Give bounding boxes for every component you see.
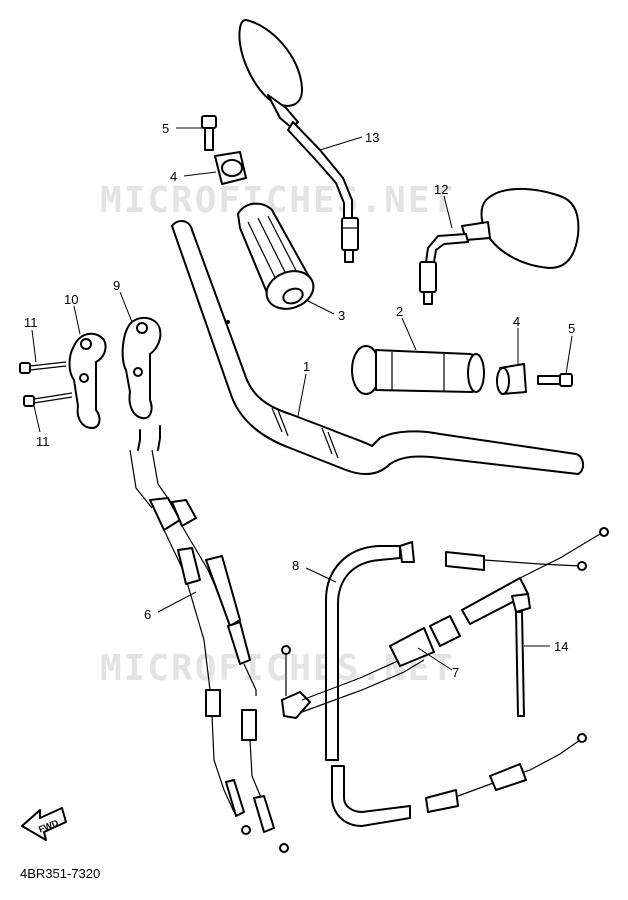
callout-7: 7 (452, 665, 459, 680)
forward-arrow: FWD (21, 807, 67, 841)
callout-14: 14 (554, 639, 568, 654)
callouts: 5 4 13 12 3 2 4 5 1 9 10 11 11 6 8 7 14 (24, 121, 575, 680)
leader-lines (31, 127, 573, 671)
bar-end-weight-top (214, 151, 247, 185)
pull-cable (281, 527, 609, 719)
clutch-cable (325, 541, 587, 827)
left-mirror (238, 19, 359, 263)
bolt-right (537, 373, 573, 387)
callout-9: 9 (113, 278, 120, 293)
throttle-cables (129, 425, 289, 853)
callout-10: 10 (64, 292, 78, 307)
callout-3: 3 (338, 308, 345, 323)
throttle-housing (121, 316, 162, 420)
callout-2: 2 (396, 304, 403, 319)
watermark-top: MICROFICHES.NET (100, 180, 455, 221)
throttle-grip (237, 202, 315, 310)
callout-4-top: 4 (170, 169, 177, 184)
callout-13: 13 (365, 130, 379, 145)
callout-4-right: 4 (513, 314, 520, 329)
callout-11-lower: 11 (36, 434, 50, 449)
bar-end-weight-right (496, 363, 527, 395)
callout-1: 1 (303, 359, 310, 374)
diagram-code: 4BR351-7320 (20, 866, 100, 881)
left-grip (351, 345, 485, 395)
handlebar (171, 220, 584, 475)
bolt-top (201, 115, 217, 151)
callout-8: 8 (292, 558, 299, 573)
callout-11-upper: 11 (24, 315, 38, 330)
callout-12: 12 (434, 182, 448, 197)
clutch-holder (68, 332, 107, 429)
callout-5-top: 5 (162, 121, 169, 136)
right-mirror (419, 188, 580, 305)
cable-tie (511, 593, 531, 717)
callout-6: 6 (144, 607, 151, 622)
callout-5-right: 5 (568, 321, 575, 336)
screw-upper (19, 361, 67, 374)
screw-lower (23, 392, 73, 407)
